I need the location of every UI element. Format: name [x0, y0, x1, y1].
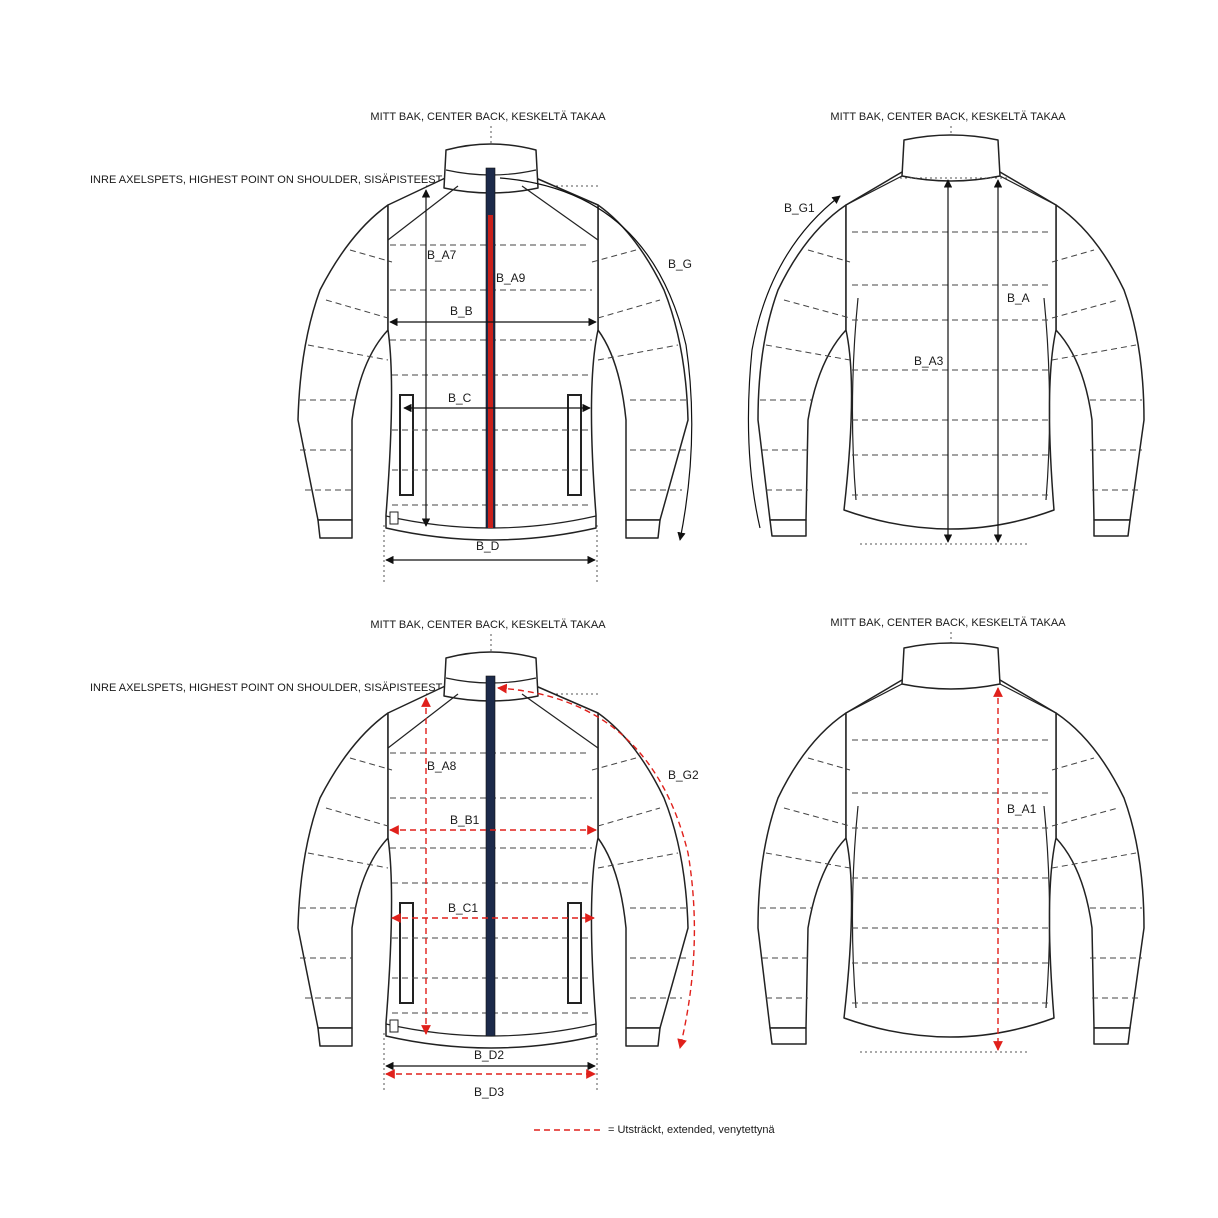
- front-view-top: MITT BAK, CENTER BACK, KESKELTÄ TAKAA IN…: [90, 111, 693, 582]
- measure-b-c1: B_C1: [448, 901, 478, 915]
- measure-b-g2: B_G2: [668, 768, 699, 782]
- shoulder-point-label: INRE AXELSPETS, HIGHEST POINT ON SHOULDE…: [90, 174, 450, 186]
- back-view-bottom: MITT BAK, CENTER BACK, KESKELTÄ TAKAA B_…: [757, 617, 1145, 1053]
- center-back-label-2: MITT BAK, CENTER BACK, KESKELTÄ TAKAA: [370, 619, 606, 631]
- legend: = Utsträckt, extended, venytettynä: [534, 1124, 775, 1136]
- center-back-label: MITT BAK, CENTER BACK, KESKELTÄ TAKAA: [370, 111, 606, 123]
- measure-b-g1: B_G1: [784, 201, 815, 215]
- measure-b-a7: B_A7: [427, 248, 457, 262]
- front-view-bottom: MITT BAK, CENTER BACK, KESKELTÄ TAKAA IN…: [90, 619, 699, 1099]
- center-back-label-back: MITT BAK, CENTER BACK, KESKELTÄ TAKAA: [830, 111, 1066, 123]
- measure-b-a1: B_A1: [1007, 802, 1037, 816]
- measure-b-d: B_D: [476, 539, 500, 553]
- measure-b-b: B_B: [450, 304, 473, 318]
- measure-b-d2: B_D2: [474, 1048, 504, 1062]
- measure-b-a8: B_A8: [427, 759, 457, 773]
- measure-b-a9: B_A9: [496, 271, 526, 285]
- measure-b-b1: B_B1: [450, 813, 480, 827]
- center-back-label-back-2: MITT BAK, CENTER BACK, KESKELTÄ TAKAA: [830, 617, 1066, 629]
- measure-b-d3: B_D3: [474, 1085, 504, 1099]
- back-view-top: MITT BAK, CENTER BACK, KESKELTÄ TAKAA B_…: [747, 111, 1145, 545]
- shoulder-point-label-2: INRE AXELSPETS, HIGHEST POINT ON SHOULDE…: [90, 682, 450, 694]
- measure-b-g: B_G: [668, 257, 692, 271]
- measure-b-a: B_A: [1007, 291, 1030, 305]
- legend-text: = Utsträckt, extended, venytettynä: [608, 1124, 775, 1136]
- measure-b-c: B_C: [448, 391, 472, 405]
- measure-b-a3: B_A3: [914, 354, 944, 368]
